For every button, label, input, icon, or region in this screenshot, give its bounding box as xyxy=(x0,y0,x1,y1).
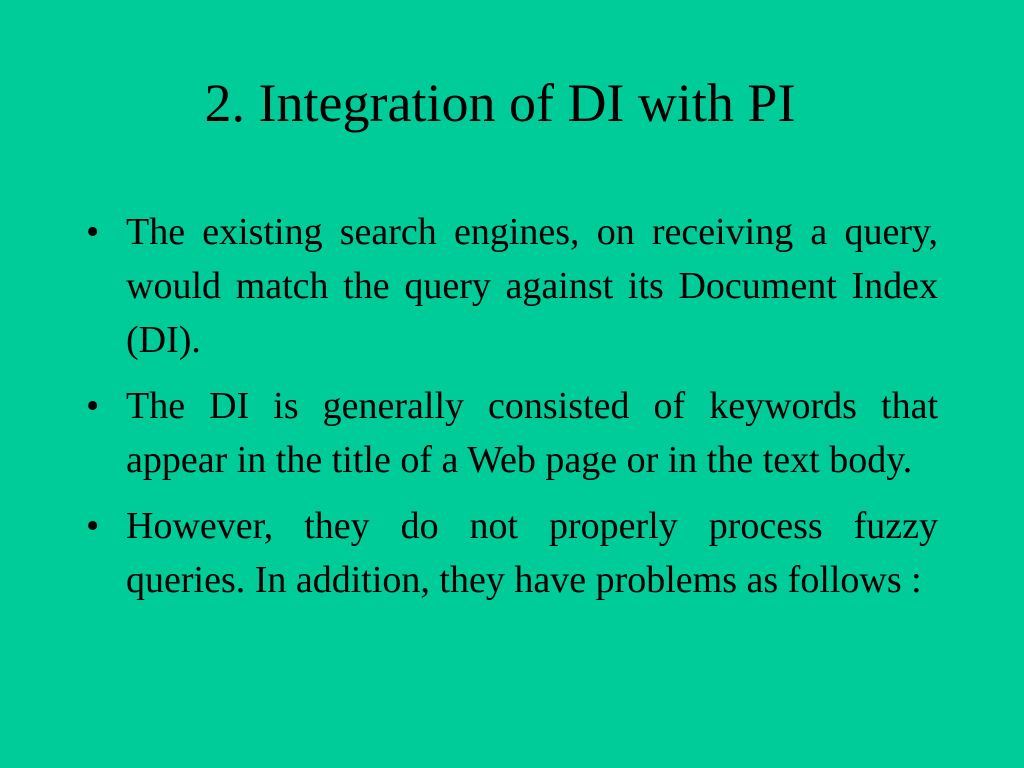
bullet-icon: • xyxy=(86,211,100,253)
bullet-item: • However, they do not properly process … xyxy=(86,499,938,607)
slide-title: 2. Integration of DI with PI xyxy=(204,73,796,133)
bullet-text: However, they do not properly process fu… xyxy=(126,505,938,601)
bullet-text: The DI is generally consisted of keyword… xyxy=(126,385,938,481)
bullet-item: • The DI is generally consisted of keywo… xyxy=(86,379,938,487)
bullet-icon: • xyxy=(86,505,100,547)
bullet-icon: • xyxy=(86,385,100,427)
bullet-list: • The existing search engines, on receiv… xyxy=(86,205,938,619)
bullet-item: • The existing search engines, on receiv… xyxy=(86,205,938,367)
bullet-text: The existing search engines, on receivin… xyxy=(126,211,938,361)
